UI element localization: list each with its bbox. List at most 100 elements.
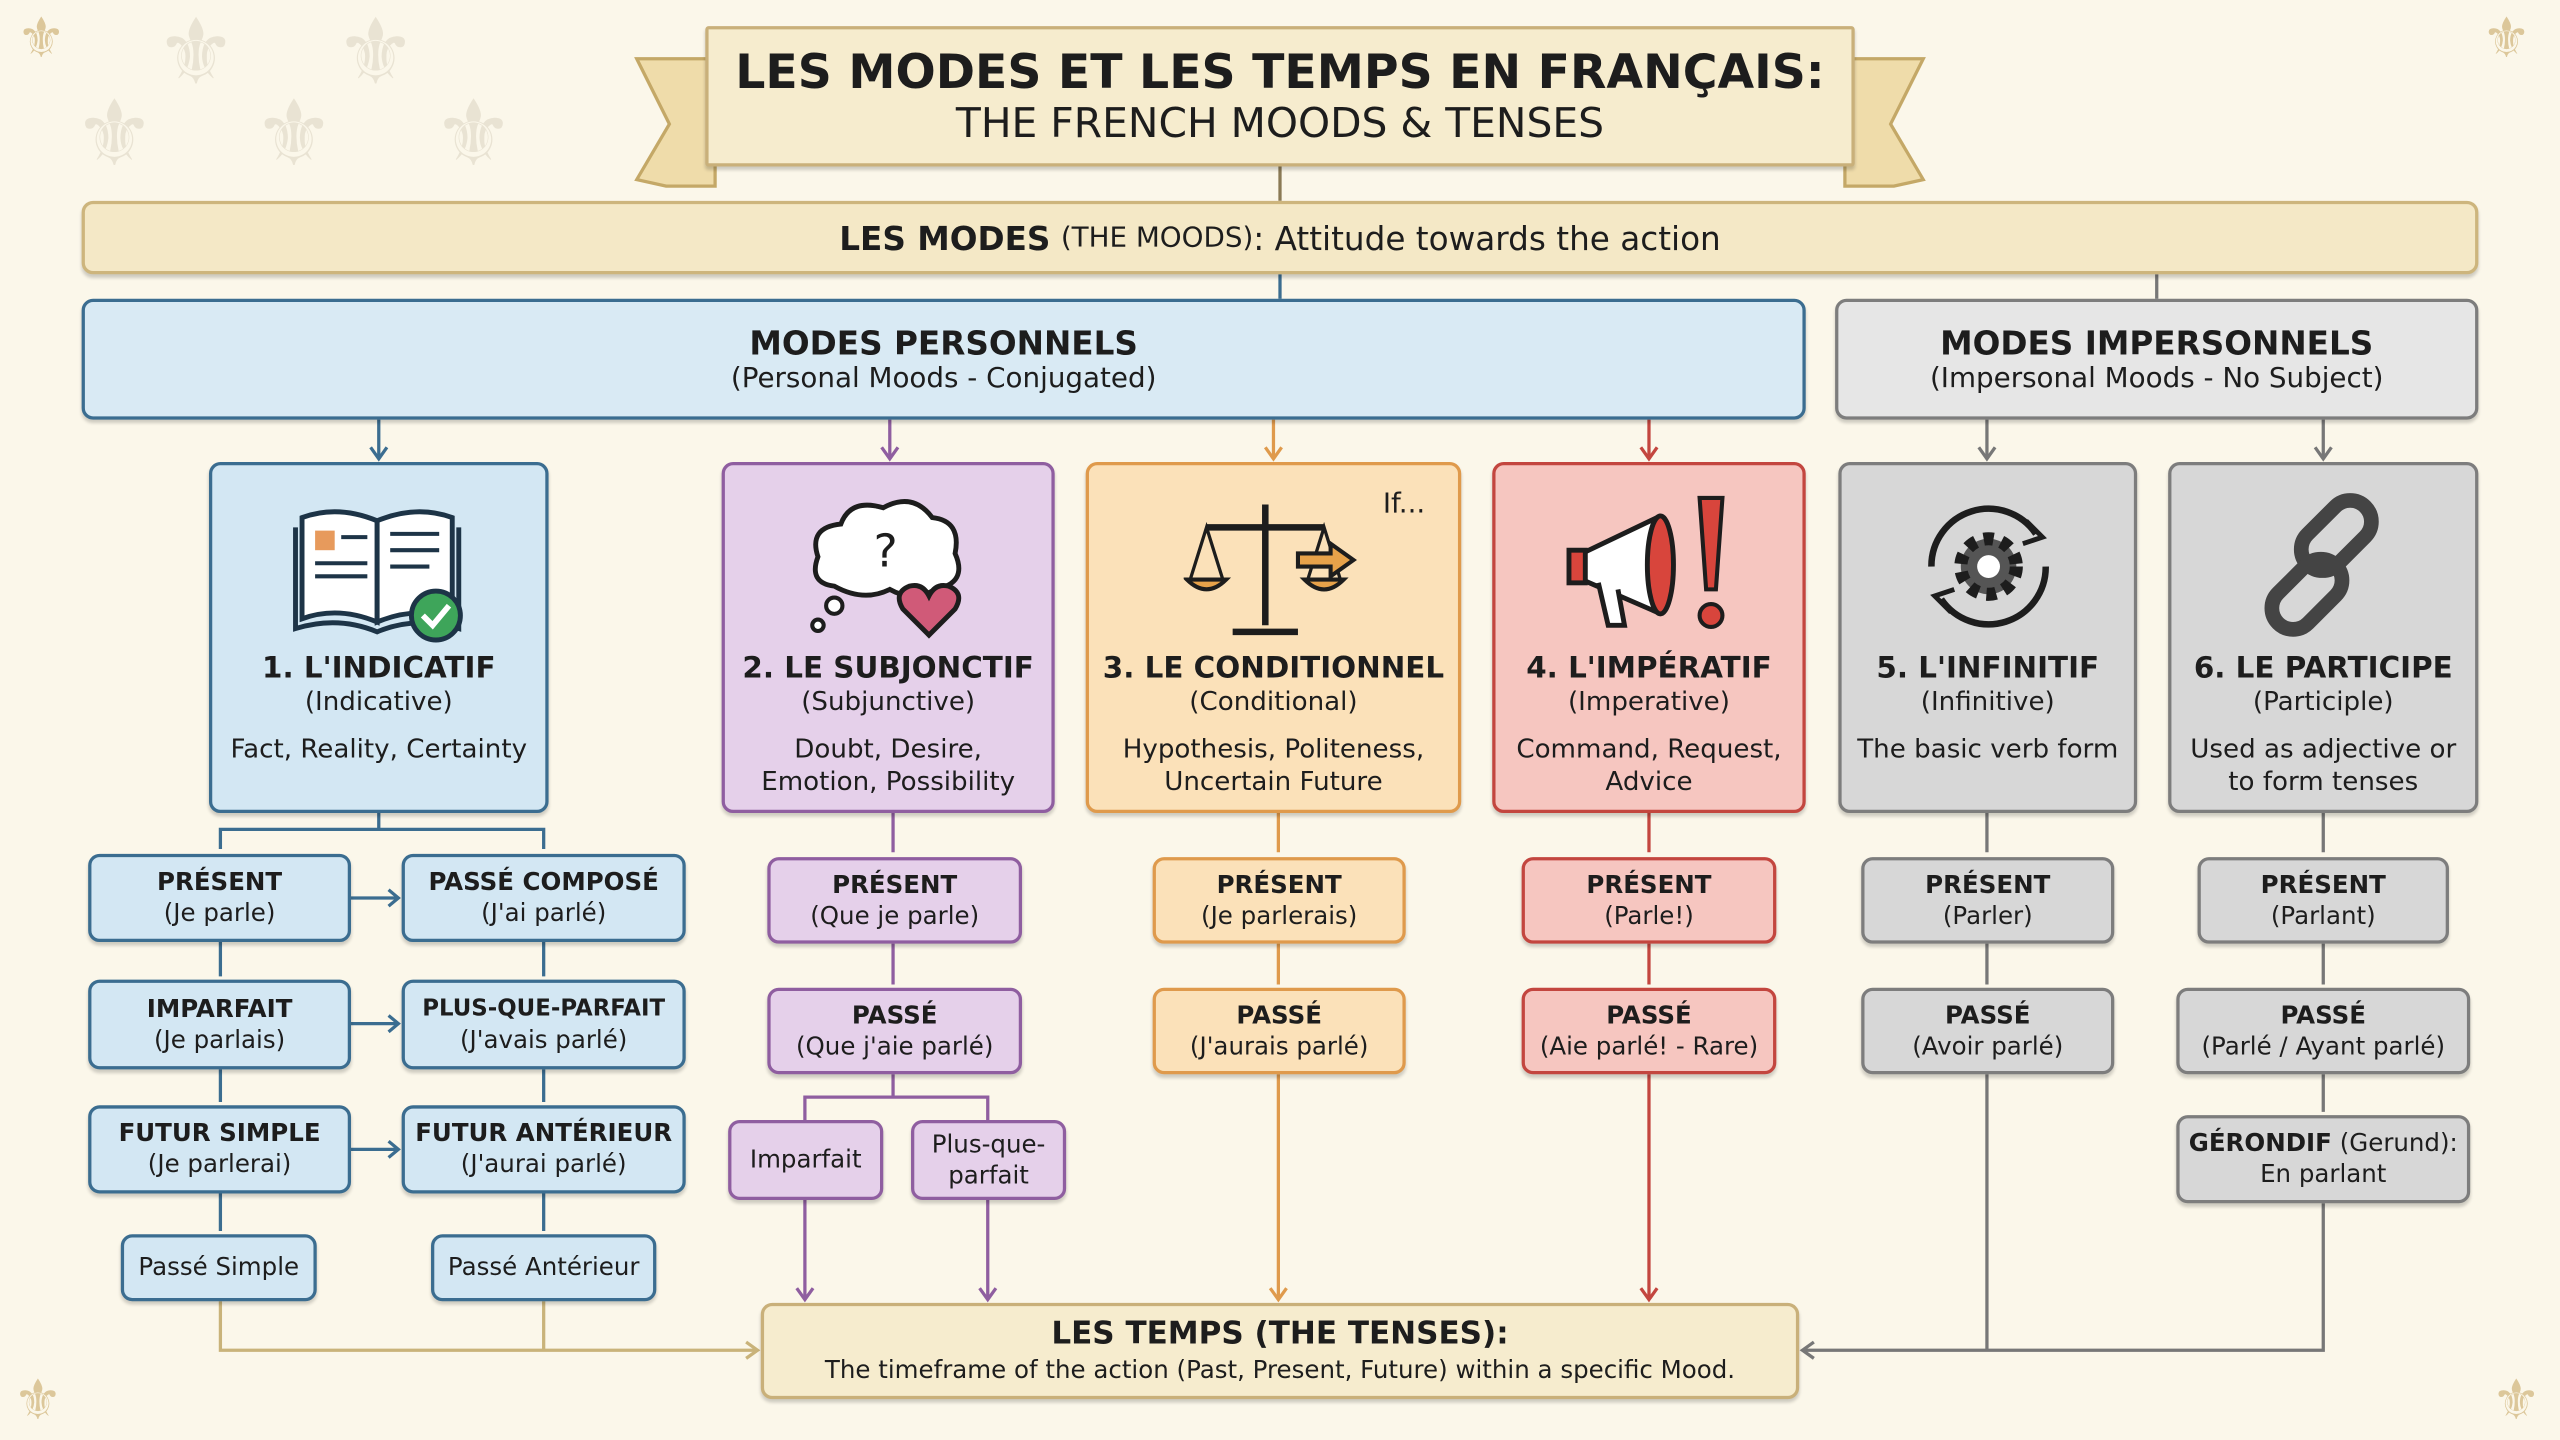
mood-card-participe: 6. LE PARTICIPE (Participle) Used as adj… — [2168, 462, 2479, 814]
tense-imparfait: IMPARFAIT(Je parlais) — [88, 979, 352, 1070]
if-label: If... — [1382, 488, 1426, 521]
tense-participe-present: PRÉSENT(Parlant) — [2197, 857, 2449, 944]
personnels-subtitle: (Personal Moods - Conjugated) — [730, 362, 1157, 396]
mood-card-indicatif: 1. L'INDICATIF (Indicative) Fact, Realit… — [208, 462, 549, 814]
mood-english: (Subjunctive) — [801, 685, 976, 717]
tense-example: (Je parlerais) — [1201, 900, 1358, 930]
fleur-de-lis-icon: ⚜ — [13, 1368, 63, 1434]
mood-english: (Imperative) — [1567, 685, 1730, 717]
tense-name: IMPARFAIT — [146, 993, 293, 1023]
tense-infinitif-passe: PASSÉ(Avoir parlé) — [1861, 987, 2115, 1075]
fleur-de-lis-icon: ⚜ — [432, 81, 515, 188]
gear-cycle-icon — [1927, 505, 2049, 628]
tense-futur-anterieur: FUTUR ANTÉRIEUR(J'aurai parlé) — [401, 1105, 686, 1194]
fleur-de-lis-icon: ⚜ — [253, 81, 336, 188]
tense-example: (Parler) — [1942, 900, 2033, 930]
mood-description: The basic verb form — [1857, 733, 2119, 765]
tense-participe-passe: PASSÉ(Parlé / Ayant parlé) — [2176, 987, 2471, 1075]
tense-conditionnel-present: PRÉSENT(Je parlerais) — [1152, 857, 1406, 944]
tense-example: En parlant — [2260, 1159, 2387, 1189]
tense-example: (Avoir parlé) — [1912, 1031, 2064, 1061]
scales-icon — [1183, 504, 1357, 636]
tense-example: (J'aurai parlé) — [460, 1149, 627, 1179]
tense-example: (Je parle) — [163, 897, 276, 928]
tense-example: (Je parlais) — [153, 1024, 286, 1054]
tense-example: (Parle!) — [1604, 900, 1694, 930]
tense-subjonctif-imparfait: Imparfait — [728, 1119, 884, 1200]
tense-name: PRÉSENT — [157, 866, 283, 897]
tense-name: PASSÉ — [1944, 999, 2031, 1030]
tense-example: (J'ai parlé) — [481, 897, 607, 928]
tense-name: PASSÉ — [2280, 999, 2367, 1030]
modes-impersonnels: MODES IMPERSONNELS (Impersonal Moods - N… — [1835, 298, 2479, 420]
tense-name: PASSÉ COMPOSÉ — [428, 866, 659, 897]
open-book-check-icon — [293, 509, 463, 643]
mood-description: Used as adjective or to form tenses — [2190, 733, 2457, 797]
tense-futur-simple: FUTUR SIMPLE(Je parlerai) — [88, 1105, 352, 1194]
modes-bar-title: LES MODES — [839, 217, 1051, 258]
modes-bar-paren: (THE MOODS) — [1060, 221, 1254, 254]
tense-name: PASSÉ — [1236, 999, 1322, 1030]
mood-description: Hypothesis, Politeness, Uncertain Future — [1122, 733, 1425, 797]
tense-name: FUTUR SIMPLE — [118, 1118, 321, 1148]
mood-name: 2. LE SUBJONCTIF — [742, 651, 1034, 686]
tense-name: Passé Simple — [138, 1252, 300, 1282]
tense-passe-compose: PASSÉ COMPOSÉ(J'ai parlé) — [401, 853, 686, 943]
tense-infinitif-present: PRÉSENT(Parler) — [1861, 857, 2115, 944]
mood-description: Fact, Reality, Certainty — [230, 733, 528, 765]
tense-gerondif: GÉRONDIF (Gerund):En parlant — [2176, 1115, 2471, 1204]
tense-name: PRÉSENT — [1925, 869, 2051, 899]
chain-link-icon — [2264, 493, 2379, 637]
mood-description: Command, Request, Advice — [1516, 733, 1782, 797]
tense-example: (Aie parlé! - Rare) — [1539, 1031, 1759, 1061]
title-banner: LES MODES ET LES TEMPS EN FRANÇAIS: THE … — [705, 26, 1855, 167]
mood-name: 3. LE CONDITIONNEL — [1102, 651, 1445, 686]
tense-name: Imparfait — [749, 1144, 862, 1174]
tense-example: (J'aurais parlé) — [1189, 1031, 1369, 1061]
tense-subjonctif-plus-que-parfait: Plus-que-parfait — [911, 1119, 1067, 1200]
tense-example: (Parlant) — [2270, 900, 2376, 930]
mood-card-infinitif: 5. L'INFINITIF (Infinitive) The basic ve… — [1838, 462, 2138, 814]
tense-subjonctif-passe: PASSÉ(Que j'aie parlé) — [767, 987, 1023, 1075]
tense-example: (Que je parle) — [810, 900, 980, 930]
mood-english: (Infinitive) — [1920, 685, 2055, 717]
mood-english: (Participle) — [2252, 685, 2394, 717]
tense-imperatif-passe: PASSÉ(Aie parlé! - Rare) — [1521, 987, 1777, 1075]
mood-english: (Conditional) — [1189, 685, 1358, 717]
tense-name: PRÉSENT — [1216, 869, 1342, 899]
tense-name: Passé Antérieur — [447, 1252, 640, 1282]
tense-passe-simple: Passé Simple — [120, 1234, 317, 1302]
tense-name: PASSÉ — [851, 999, 938, 1030]
mood-name: 1. L'INDICATIF — [262, 651, 496, 686]
mood-card-imperatif: 4. L'IMPÉRATIF (Imperative) Command, Req… — [1492, 462, 1806, 814]
tense-example: (Que j'aie parlé) — [795, 1031, 994, 1061]
modes-bar-desc: : Attitude towards the action — [1253, 217, 1721, 258]
mood-name: 4. L'IMPÉRATIF — [1526, 651, 1772, 686]
fleur-de-lis-icon: ⚜ — [16, 6, 67, 72]
impersonnels-subtitle: (Impersonal Moods - No Subject) — [1929, 362, 2384, 396]
mood-description: Doubt, Desire, Emotion, Possibility — [761, 733, 1016, 797]
tense-name: PRÉSENT — [2260, 869, 2386, 899]
tense-plus-que-parfait: PLUS-QUE-PARFAIT(J'avais parlé) — [401, 979, 686, 1070]
tense-name: PASSÉ — [1606, 999, 1692, 1030]
mood-name: 6. LE PARTICIPE — [2193, 651, 2453, 686]
tense-name: PRÉSENT — [832, 869, 958, 899]
megaphone-icon — [1566, 495, 1725, 629]
tense-subjonctif-present: PRÉSENT(Que je parle) — [767, 857, 1023, 944]
temps-title: LES TEMPS (THE TENSES): — [1051, 1315, 1509, 1352]
title-main: LES MODES ET LES TEMPS EN FRANÇAIS: — [735, 44, 1825, 100]
modes-personnels: MODES PERSONNELS (Personal Moods - Conju… — [81, 298, 1806, 420]
title-sub: THE FRENCH MOODS & TENSES — [955, 99, 1605, 147]
fleur-de-lis-icon: ⚜ — [2481, 6, 2532, 72]
temps-description: The timeframe of the action (Past, Prese… — [824, 1355, 1736, 1385]
tense-conditionnel-passe: PASSÉ(J'aurais parlé) — [1152, 987, 1406, 1075]
mood-card-conditionnel: If... 3. LE CONDITIONNEL (Conditional) H… — [1085, 462, 1462, 814]
mood-card-subjonctif: ? 2. LE SUBJONCTIF (Subjunctive) Doubt, … — [721, 462, 1055, 814]
svg-text:?: ? — [873, 525, 897, 578]
les-temps-box: LES TEMPS (THE TENSES): The timeframe of… — [760, 1302, 1800, 1400]
tense-passe-anterieur: Passé Antérieur — [431, 1234, 657, 1302]
fleur-de-lis-icon: ⚜ — [334, 0, 417, 107]
tense-name: GÉRONDIF — [2188, 1128, 2332, 1158]
tense-name: PLUS-QUE-PARFAIT — [422, 995, 666, 1022]
